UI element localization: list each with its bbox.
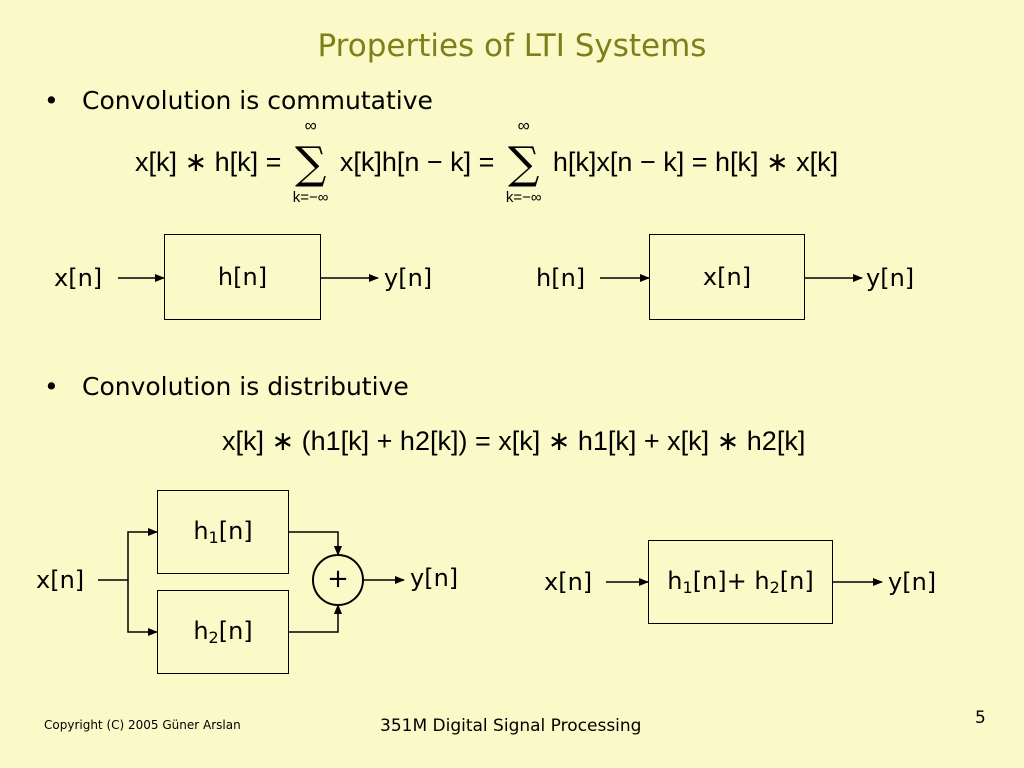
- eq1-term2: h[k]x[n − k] = h[k] ∗ x[k]: [552, 147, 839, 178]
- system-box: x[n]: [649, 234, 805, 320]
- copyright-text: Copyright (C) 2005 Güner Arslan: [44, 718, 241, 732]
- bullet-dot: •: [44, 86, 59, 115]
- input-label: x[n]: [36, 566, 85, 594]
- input-label: x[n]: [54, 264, 103, 292]
- slide-title: Properties of LTI Systems: [317, 28, 707, 64]
- output-label: y[n]: [384, 264, 433, 292]
- output-label: y[n]: [866, 264, 915, 292]
- bullet-text: Convolution is distributive: [82, 372, 409, 401]
- system-box-combined: h1[n]+ h2[n]: [648, 540, 833, 624]
- commutative-equation: x[k] ∗ h[k] = ∞ ∑ k=−∞ x[k]h[n − k] = ∞ …: [135, 116, 839, 206]
- system-box: h[n]: [164, 234, 321, 320]
- eq1-term1: x[k]h[n − k] =: [339, 147, 495, 178]
- sum-upper-limit: ∞: [517, 116, 530, 135]
- box-label: h[n]: [217, 263, 268, 291]
- page-number: 5: [975, 708, 986, 728]
- bullet-commutative: • Convolution is commutative: [44, 86, 433, 115]
- arrow-line: [98, 528, 158, 581]
- box-label: h2[n]: [193, 617, 253, 647]
- system-box-h2: h2[n]: [157, 590, 289, 674]
- box-label: h1[n]+ h2[n]: [667, 567, 814, 597]
- output-label: y[n]: [410, 564, 459, 592]
- bullet-distributive: • Convolution is distributive: [44, 372, 409, 401]
- sigma-icon: ∑: [294, 138, 327, 189]
- sum-symbol-2: ∞ ∑ k=−∞: [506, 116, 542, 206]
- sum-symbol-1: ∞ ∑ k=−∞: [293, 116, 329, 206]
- eq1-lhs: x[k] ∗ h[k] =: [135, 147, 282, 178]
- arrow-line: [127, 580, 158, 636]
- box-label: x[n]: [702, 263, 752, 291]
- sum-lower-limit: k=−∞: [292, 189, 329, 206]
- course-name: 351M Digital Signal Processing: [380, 716, 642, 736]
- bullet-text: Convolution is commutative: [82, 86, 433, 115]
- arrow-line: [289, 531, 342, 556]
- box-label: h1[n]: [193, 517, 253, 547]
- arrow-line: [289, 604, 342, 633]
- bullet-dot: •: [44, 372, 59, 401]
- adder-circle: [312, 554, 364, 606]
- sigma-icon: ∑: [507, 138, 540, 189]
- system-box-h1: h1[n]: [157, 490, 289, 574]
- input-label: x[n]: [544, 568, 593, 596]
- sum-lower-limit: k=−∞: [505, 189, 542, 206]
- adder-plus-icon: +: [327, 564, 349, 594]
- distributive-equation: x[k] ∗ (h1[k] + h2[k]) = x[k] ∗ h1[k] + …: [222, 426, 806, 456]
- output-label: y[n]: [888, 568, 937, 596]
- input-label: h[n]: [536, 264, 586, 292]
- sum-upper-limit: ∞: [304, 116, 317, 135]
